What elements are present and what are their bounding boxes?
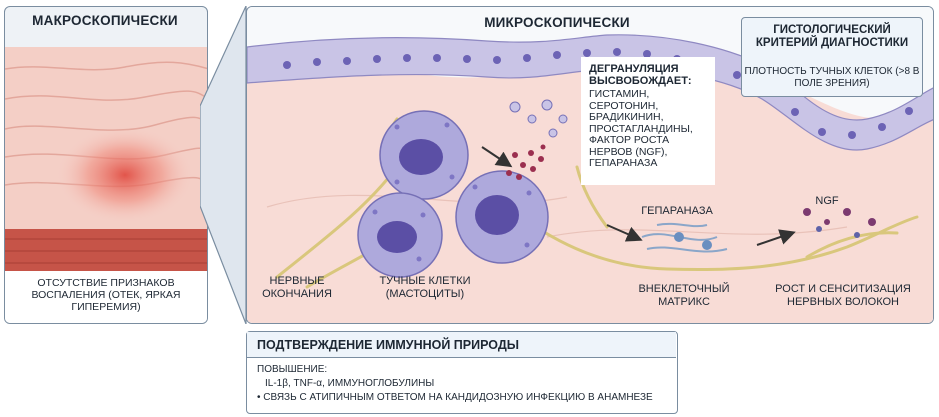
mast-cell-icon [456, 171, 548, 263]
label-extracellular-matrix: ВНЕКЛЕТОЧНЫЙ МАТРИКС [629, 283, 739, 308]
label-heparanase: ГЕПАРАНАЗА [627, 205, 727, 218]
macro-panel: МАКРОСКОПИЧЕСКИ ОТСУТСТВИЕ ПРИЗНАКОВ ВОС… [4, 6, 208, 324]
label-nerve-growth: РОСТ И СЕНСИТИЗАЦИЯ НЕРВНЫХ ВОЛОКОН [763, 283, 923, 308]
degranulation-list: ГИСТАМИН, СЕРОТОНИН, БРАДИКИНИН, ПРОСТАГ… [589, 89, 715, 170]
mast-cell-icon [358, 193, 442, 277]
label-ngf: NGF [807, 195, 847, 208]
zoom-connector [200, 6, 250, 324]
label-mast-cells: ТУЧНЫЕ КЛЕТКИ (МАСТОЦИТЫ) [365, 275, 485, 300]
histology-criterion-title: ГИСТОЛОГИЧЕСКИЙ КРИТЕРИЙ ДИАГНОСТИКИ [742, 24, 922, 50]
list-item: ФАКТОР РОСТА [589, 135, 715, 147]
immune-bullet: • СВЯЗЬ С АТИПИЧНЫМ ОТВЕТОМ НА КАНДИДОЗН… [257, 392, 653, 404]
label-nerve-endings: НЕРВНЫЕ ОКОНЧАНИЯ [249, 275, 345, 300]
micro-panel: МИКРОСКОПИЧЕСКИ ГИСТОЛОГИЧЕСКИЙ КРИТЕРИЙ… [246, 6, 934, 324]
micro-title: МИКРОСКОПИЧЕСКИ [427, 15, 687, 30]
macro-title: МАКРОСКОПИЧЕСКИ [5, 13, 205, 28]
immune-confirmation-box: ПОДТВЕРЖДЕНИЕ ИММУННОЙ ПРИРОДЫ ПОВЫШЕНИЕ… [246, 331, 678, 414]
degranulation-title: ДЕГРАНУЛЯЦИЯ ВЫСВОБОЖДАЕТ: [589, 63, 709, 87]
immune-confirmation-title: ПОДТВЕРЖДЕНИЕ ИММУННОЙ ПРИРОДЫ [247, 332, 676, 358]
mast-cell-icon [380, 111, 468, 199]
immune-increase-label: ПОВЫШЕНИЕ: [257, 364, 327, 376]
list-item: ГЕПАРАНАЗА [589, 158, 715, 170]
list-item: ГИСТАМИН, [589, 89, 715, 101]
list-item: БРАДИКИНИН, [589, 112, 715, 124]
histology-criterion-text: ПЛОТНОСТЬ ТУЧНЫХ КЛЕТОК (>8 В ПОЛЕ ЗРЕНИ… [742, 66, 922, 90]
immune-markers: IL-1β, TNF-α, ИММУНОГЛОБУЛИНЫ [265, 378, 434, 390]
macro-caption: ОТСУТСТВИЕ ПРИЗНАКОВ ВОСПАЛЕНИЯ (ОТЕК, Я… [13, 277, 199, 313]
histology-criterion-box: ГИСТОЛОГИЧЕСКИЙ КРИТЕРИЙ ДИАГНОСТИКИ ПЛО… [741, 17, 923, 97]
